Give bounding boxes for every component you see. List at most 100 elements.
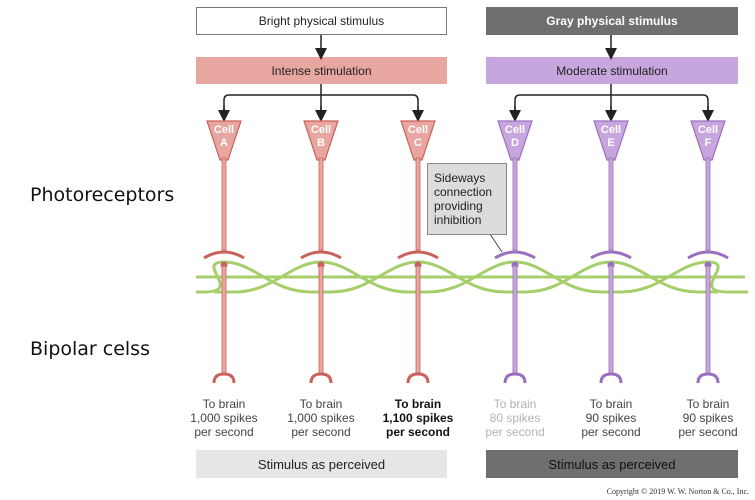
photoreceptors-label: Photoreceptors xyxy=(30,184,175,206)
inhibition-link-right xyxy=(707,260,748,294)
photoreceptor-axon xyxy=(221,157,227,251)
output-line-1: To brain xyxy=(589,397,633,411)
bipolar-terminal xyxy=(212,372,236,384)
photoreceptor-axon xyxy=(415,157,421,251)
callout-line-1: Sideways xyxy=(434,171,486,185)
output-line-1: To brain xyxy=(202,397,246,411)
photoreceptor-terminal xyxy=(687,250,729,260)
bright-stimulus-box: Bright physical stimulus xyxy=(196,7,447,35)
bipolar-axon xyxy=(705,265,711,375)
photoreceptor-terminal xyxy=(300,250,342,260)
photoreceptor-body xyxy=(400,120,436,161)
cell-letter-label: B xyxy=(317,137,325,149)
intense-stimulation-box: Intense stimulation xyxy=(196,57,447,84)
output-line-2: 1,000 spikes xyxy=(190,411,258,425)
bipolar-axon xyxy=(318,265,324,375)
intense-stimulation-label: Intense stimulation xyxy=(271,63,372,78)
photoreceptor-terminal xyxy=(397,250,439,260)
inhibition-link-left xyxy=(601,260,709,294)
output-line-2: 80 spikes xyxy=(489,411,541,425)
cell-letter-label: E xyxy=(607,137,614,149)
inhibition-link-right xyxy=(320,260,428,294)
photoreceptor-terminal xyxy=(590,250,632,260)
output-line-3: per second xyxy=(678,425,738,439)
callout-line-3: providing xyxy=(434,199,483,213)
inhibition-link-right xyxy=(417,260,525,294)
photoreceptor-axon xyxy=(318,157,324,251)
bipolar-terminal xyxy=(599,372,623,384)
bright-stimulus-label: Bright physical stimulus xyxy=(258,14,385,28)
cell-word-label: Cell xyxy=(214,124,234,136)
gray-stimulus-box: Gray physical stimulus xyxy=(486,7,738,35)
copyright-text: Copyright © 2019 W. W. Norton & Co., Inc… xyxy=(606,487,749,496)
output-line-1: To brain xyxy=(394,397,442,411)
output-line-3: per second xyxy=(291,425,351,439)
cell-word-label: Cell xyxy=(601,124,621,136)
photoreceptor-body xyxy=(206,120,242,161)
output-line-3: per second xyxy=(581,425,641,439)
perceived-label-right: Stimulus as perceived xyxy=(548,456,676,472)
inhibition-link-right xyxy=(514,260,621,294)
output-line-1: To brain xyxy=(493,397,537,411)
inhibition-link-left xyxy=(505,260,612,294)
output-line-3: per second xyxy=(385,425,451,439)
cell-word-label: Cell xyxy=(408,124,428,136)
inhibition-link-left xyxy=(214,260,322,294)
gray-stimulus-label: Gray physical stimulus xyxy=(546,14,678,28)
output-line-2: 90 spikes xyxy=(682,411,734,425)
bipolar-terminal xyxy=(503,372,527,384)
sideways-connection-callout: Sideways connection providing inhibition xyxy=(427,163,507,235)
moderate-stimulation-label: Moderate stimulation xyxy=(556,63,668,78)
inhibition-link-left xyxy=(408,260,516,294)
perceived-box-right: Stimulus as perceived xyxy=(486,450,738,478)
cell-letter-label: C xyxy=(414,137,422,149)
photoreceptor-terminal xyxy=(203,250,245,260)
output-line-3: per second xyxy=(194,425,254,439)
moderate-stimulation-box: Moderate stimulation xyxy=(486,57,738,84)
photoreceptor-body xyxy=(690,120,726,161)
output-line-2: 1,100 spikes xyxy=(382,411,454,425)
output-line-2: 1,000 spikes xyxy=(287,411,355,425)
output-line-2: 90 spikes xyxy=(585,411,637,425)
photoreceptor-axon xyxy=(705,157,711,251)
cell-word-label: Cell xyxy=(505,124,525,136)
inhibition-link-right xyxy=(223,260,331,294)
inhibition-connections xyxy=(196,260,748,294)
photoreceptor-axon xyxy=(512,157,518,251)
perceived-box-left: Stimulus as perceived xyxy=(196,450,447,478)
bipolar-terminal xyxy=(406,372,430,384)
inhibition-link-left xyxy=(196,260,225,294)
output-line-1: To brain xyxy=(299,397,343,411)
photoreceptor-body xyxy=(593,120,629,161)
photoreceptor-axon xyxy=(608,157,614,251)
cell-letter-label: A xyxy=(220,137,228,149)
inhibition-link-left xyxy=(311,260,419,294)
callout-line-2: connection xyxy=(434,185,493,199)
bipolar-cells-label: Bipolar celss xyxy=(30,338,150,360)
stimulus-arrows xyxy=(218,35,714,122)
bipolar-axon xyxy=(512,265,518,375)
photoreceptor-terminal xyxy=(494,250,536,260)
bipolar-terminal xyxy=(696,372,720,384)
inhibition-link-right xyxy=(610,260,718,294)
photoreceptor-body xyxy=(303,120,339,161)
photoreceptor-body xyxy=(497,120,533,161)
cell-letter-label: F xyxy=(705,137,712,149)
cell-word-label: Cell xyxy=(698,124,718,136)
bipolar-axon xyxy=(608,265,614,375)
output-line-3: per second xyxy=(485,425,545,439)
bipolar-terminal xyxy=(309,372,333,384)
output-line-1: To brain xyxy=(686,397,730,411)
bipolar-axon xyxy=(415,265,421,375)
